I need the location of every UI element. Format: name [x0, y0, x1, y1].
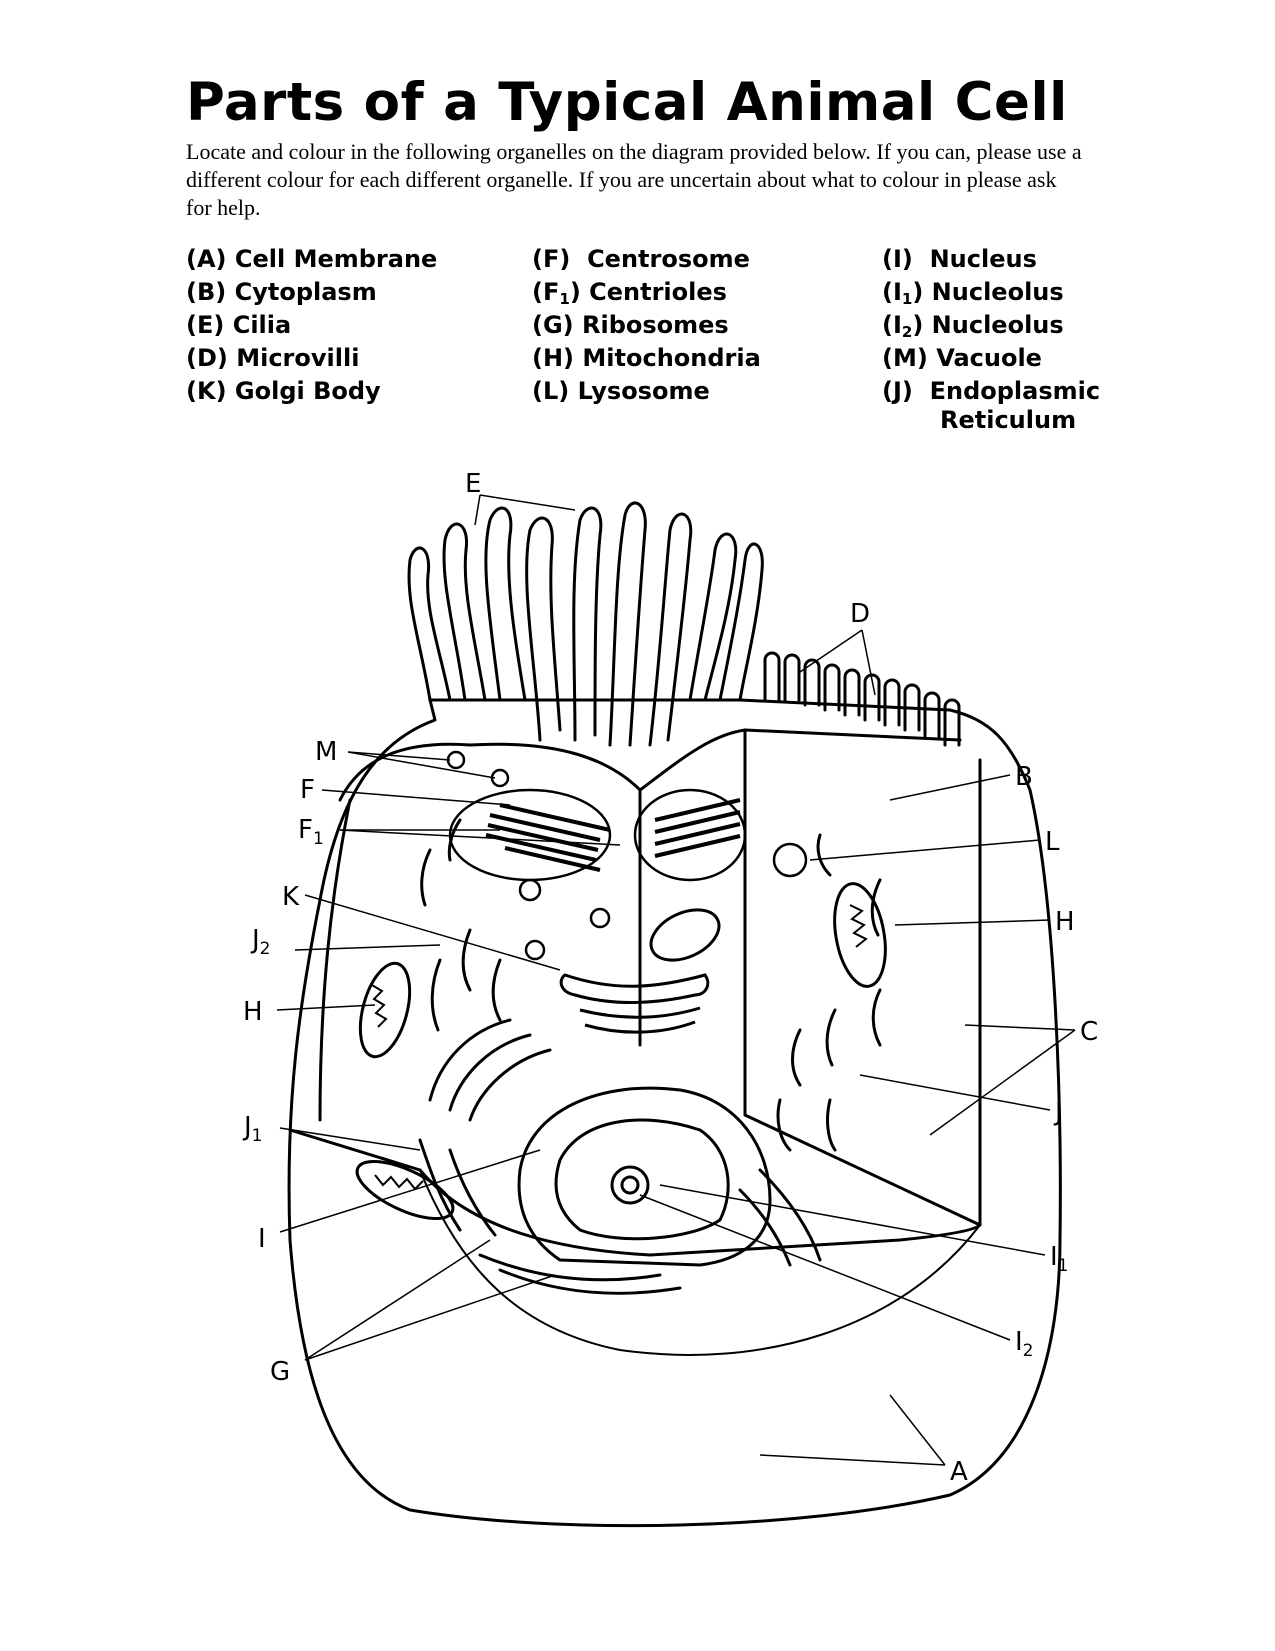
legend-item-nucleolus-1: (I1) Nucleolus [882, 278, 1064, 308]
legend-item-nucleolus-2: (I2) Nucleolus [882, 311, 1064, 341]
label-H-left: H [243, 997, 263, 1027]
legend-item-centrioles: (F1) Centrioles [532, 278, 727, 308]
nucleolus [610, 1165, 650, 1205]
nucleus [517, 1086, 772, 1267]
legend-item-cilia: (E) Cilia [186, 311, 292, 339]
label-C: C [1080, 1017, 1098, 1047]
endoplasmic-reticulum [418, 818, 882, 1295]
label-J2: J2 [250, 925, 271, 959]
legend-column-1: (A) Cell Membrane (B) Cytoplasm (E) Cili… [186, 243, 437, 408]
cilia-group [407, 501, 764, 747]
cell-membrane [287, 698, 1062, 1528]
cilium [442, 522, 487, 702]
label-I1: I1 [1050, 1242, 1069, 1276]
label-G: G [270, 1357, 290, 1387]
label-I: I [258, 1224, 266, 1254]
diagram-labels: E D M F F1 K J2 H J1 I G B L H C J I1 I2… [242, 469, 1098, 1487]
microvilli-group [763, 651, 961, 747]
animal-cell-diagram: E D M F F1 K J2 H J1 I G B L H C J I1 I2… [242, 469, 1098, 1528]
cilium [525, 516, 562, 742]
centrioles [485, 798, 741, 872]
label-E: E [465, 469, 481, 499]
vacuoles [446, 750, 808, 961]
legend-item-microvilli: (D) Microvilli [186, 344, 360, 372]
legend-item-cytoplasm: (B) Cytoplasm [186, 278, 377, 306]
legend-item-vacuole: (M) Vacuole [882, 344, 1042, 372]
cilium [484, 506, 527, 702]
legend-item-golgi-body: (K) Golgi Body [186, 377, 381, 405]
instructions-text: Locate and colour in the following organ… [186, 139, 1082, 220]
label-A: A [950, 1457, 968, 1487]
legend-item-endoplasmic-reticulum-cont: Reticulum [940, 406, 1077, 434]
label-F1: F1 [298, 815, 324, 849]
golgi-body [559, 973, 710, 1034]
label-K: K [282, 882, 300, 912]
label-J1: J1 [242, 1112, 263, 1146]
legend-item-nucleus: (I) Nucleus [882, 245, 1037, 273]
legend-item-mitochondria: (H) Mitochondria [532, 344, 761, 372]
legend-item-ribosomes: (G) Ribosomes [532, 311, 729, 339]
label-H-right: H [1055, 907, 1075, 937]
legend-column-2: (F) Centrosome (F1) Centrioles (G) Ribos… [532, 243, 761, 408]
organelle-legend: (A) Cell Membrane (B) Cytoplasm (E) Cili… [186, 243, 1146, 443]
lysosome [772, 842, 808, 878]
label-I2: I2 [1015, 1327, 1034, 1361]
cilium [648, 512, 693, 747]
label-D: D [850, 599, 870, 629]
legend-column-3: (I) Nucleus (I1) Nucleolus (I2) Nucleolu… [882, 243, 1100, 437]
legend-item-lysosome: (L) Lysosome [532, 377, 710, 405]
legend-item-cell-membrane: (A) Cell Membrane [186, 245, 438, 273]
cilium [572, 506, 603, 742]
label-M: M [315, 737, 337, 767]
label-J: J [1053, 1097, 1063, 1127]
mitochondria [355, 882, 887, 1220]
label-L: L [1045, 827, 1060, 857]
label-F: F [300, 775, 315, 805]
cilium [688, 532, 738, 702]
cilium [608, 501, 647, 747]
page-title: Parts of a Typical Animal Cell [186, 72, 1068, 133]
cilium [718, 542, 764, 702]
leader-lines [276, 494, 1076, 1466]
label-B: B [1015, 762, 1033, 792]
cytoplasm-lower [419, 1169, 981, 1356]
cilium [407, 546, 452, 702]
legend-item-endoplasmic-reticulum: (J) Endoplasmic [882, 377, 1101, 405]
cut-plane [288, 728, 982, 1257]
legend-item-centrosome: (F) Centrosome [532, 245, 750, 273]
